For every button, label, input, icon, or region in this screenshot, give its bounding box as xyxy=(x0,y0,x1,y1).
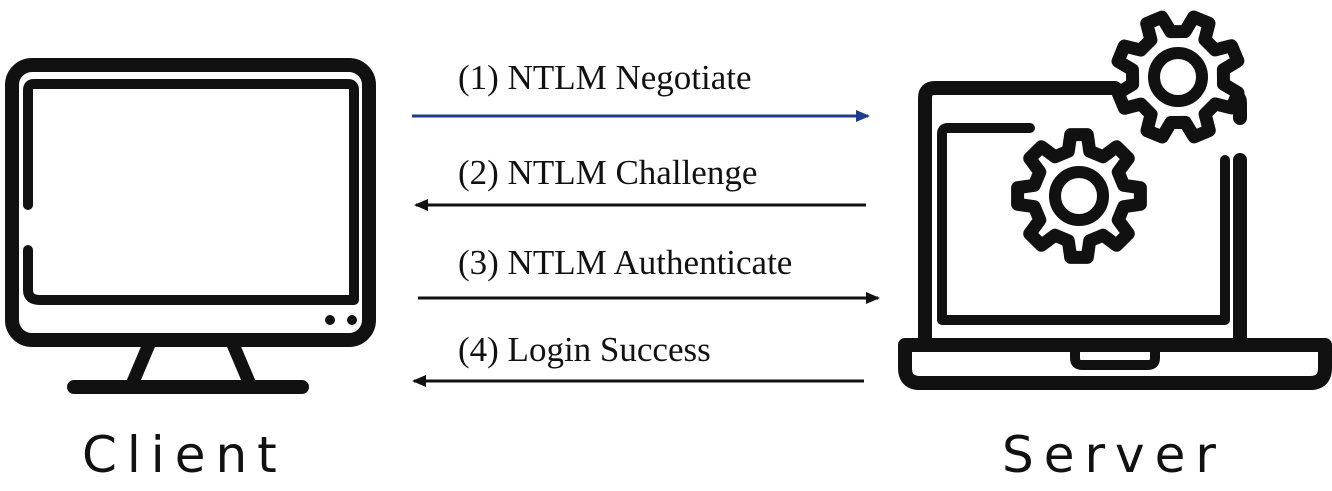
client-label: Client xyxy=(82,426,287,484)
server-label: Server xyxy=(1002,426,1226,484)
desktop-monitor-icon xyxy=(5,58,376,394)
gear-icons xyxy=(1011,10,1245,264)
gear-large-icon xyxy=(1111,10,1245,144)
message-challenge-label: (2) NTLM Challenge xyxy=(458,153,758,192)
message-login-success-label: (4) Login Success xyxy=(458,330,711,369)
message-negotiate-label: (1) NTLM Negotiate xyxy=(458,58,752,97)
gear-small-icon xyxy=(1011,128,1147,264)
message-authenticate-label: (3) NTLM Authenticate xyxy=(458,243,793,282)
